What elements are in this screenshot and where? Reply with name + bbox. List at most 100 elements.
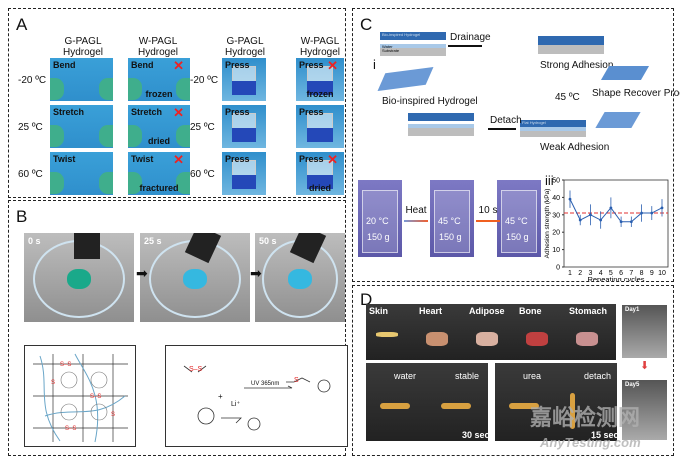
x-tick-label: 3 bbox=[588, 270, 592, 277]
temperature-label: 45 °C bbox=[438, 216, 461, 226]
detached-substrate bbox=[408, 128, 474, 136]
glove bbox=[128, 125, 142, 147]
fail-x-icon: ✕ bbox=[173, 105, 184, 120]
action-label: Press bbox=[225, 60, 250, 70]
x-tick-label: 4 bbox=[599, 270, 603, 277]
glove bbox=[128, 78, 142, 100]
temperature-label: 25 ºC bbox=[190, 122, 215, 133]
sample-photo: Twist✕fractured bbox=[128, 152, 190, 195]
data-point bbox=[660, 206, 664, 210]
micropattern-hydrogel bbox=[600, 66, 650, 80]
panel-a: A bbox=[8, 8, 346, 198]
y-tick-label: 30 bbox=[552, 212, 560, 219]
tissue-sample bbox=[476, 332, 498, 346]
sample-photo: Press bbox=[222, 58, 266, 101]
failure-note: dried bbox=[308, 183, 331, 193]
data-point bbox=[589, 213, 592, 217]
data-point bbox=[640, 211, 643, 215]
temperature-label: -20 ºC bbox=[190, 75, 219, 86]
panel-c: C i iii bbox=[352, 8, 674, 282]
tissue-sample bbox=[376, 332, 398, 337]
panel-label: B bbox=[16, 207, 28, 226]
tissue-photo: Adipose bbox=[466, 304, 516, 360]
uv-lamp bbox=[74, 233, 100, 259]
action-label: Press bbox=[299, 60, 324, 70]
x-tick-label: 6 bbox=[619, 270, 623, 277]
data-point bbox=[578, 218, 582, 222]
data-point bbox=[609, 206, 613, 210]
hydrogel-strip bbox=[441, 403, 471, 409]
shape-recover-label: Shape Recover Process bbox=[592, 88, 680, 99]
column-header: G-PAGL Hydrogel bbox=[62, 36, 104, 58]
temperature-label: 45 ºC bbox=[555, 92, 580, 103]
fail-x-icon: ✕ bbox=[327, 152, 338, 167]
y-axis-label: Adhesion strength (kPa) bbox=[544, 189, 551, 259]
x-tick-label: 10 bbox=[658, 270, 666, 277]
x-tick-label: 1 bbox=[568, 270, 572, 277]
condition-label: urea bbox=[523, 371, 542, 381]
series-line bbox=[569, 198, 663, 223]
beaker bbox=[434, 190, 470, 253]
x-axis-label: Repeating cycles bbox=[587, 275, 644, 281]
arrow-icon bbox=[488, 128, 516, 130]
arrow-label: 10 s bbox=[478, 205, 498, 216]
action-label: Bend bbox=[53, 60, 76, 70]
x-tick-label: 5 bbox=[609, 270, 613, 277]
column-header: W-PAGL Hydrogel bbox=[137, 36, 179, 58]
adhesion-photo: urea bbox=[495, 363, 556, 441]
tissue-label: Adipose bbox=[469, 306, 505, 316]
failure-note: dried bbox=[147, 136, 170, 146]
y-tick-label: 10 bbox=[552, 247, 560, 254]
bio-inspired-hydrogel-label: Bio-inspired Hydrogel bbox=[382, 96, 478, 107]
action-label: Bend bbox=[131, 60, 154, 70]
detached-hydrogel bbox=[408, 113, 474, 121]
data-point bbox=[629, 220, 633, 224]
beaker bbox=[362, 190, 398, 253]
sample-photo: Press bbox=[222, 152, 266, 195]
glove bbox=[50, 125, 64, 147]
tissue-sample bbox=[426, 332, 448, 346]
glove bbox=[99, 125, 113, 147]
arrow-right-icon: ➡ bbox=[250, 265, 262, 281]
arrow-icon bbox=[404, 220, 428, 222]
beaker-photo: Day5 bbox=[622, 380, 667, 440]
sample-photo: Press bbox=[222, 105, 266, 148]
tissue-label: Stomach bbox=[569, 306, 608, 316]
glove bbox=[99, 78, 113, 100]
sample-photo: Bend bbox=[50, 58, 113, 101]
action-label: Twist bbox=[53, 154, 76, 164]
x-tick-label: 8 bbox=[640, 270, 644, 277]
arrow-icon bbox=[476, 220, 500, 222]
sample-photo: Twist bbox=[50, 152, 113, 195]
data-point bbox=[650, 211, 654, 215]
glove bbox=[176, 125, 190, 147]
y-tick-label: 0 bbox=[556, 265, 560, 272]
petri-dish-photo: 50 s bbox=[255, 233, 345, 322]
layer-label: Bio-inspired Hydrogel bbox=[382, 32, 421, 37]
action-label: Press bbox=[299, 154, 324, 164]
adhesion-photo: water bbox=[366, 363, 427, 441]
weak-adhesion-hydrogel: Flat Hydrogel bbox=[520, 120, 586, 127]
x-tick-label: 2 bbox=[578, 270, 582, 277]
x-tick-label: 7 bbox=[629, 270, 633, 277]
tissue-label: Skin bbox=[369, 306, 389, 316]
tissue-label: Bone bbox=[519, 306, 542, 316]
temperature-label: 45 °C bbox=[505, 216, 528, 226]
column-header: G-PAGL Hydrogel bbox=[224, 36, 266, 58]
arrow-down-icon: ⬇ bbox=[640, 360, 650, 372]
action-label: Stretch bbox=[53, 107, 85, 117]
glove bbox=[99, 172, 113, 194]
beaker bbox=[501, 190, 537, 253]
data-point bbox=[619, 220, 623, 224]
svg-text:S: S bbox=[51, 380, 55, 386]
lithium-label: Li⁺ bbox=[231, 401, 241, 408]
substrate-layer: Substrate bbox=[380, 48, 446, 56]
layer-label: Water bbox=[382, 44, 393, 49]
svg-text:S–S: S–S bbox=[65, 426, 76, 432]
layer-label: Flat Hydrogel bbox=[522, 120, 546, 125]
